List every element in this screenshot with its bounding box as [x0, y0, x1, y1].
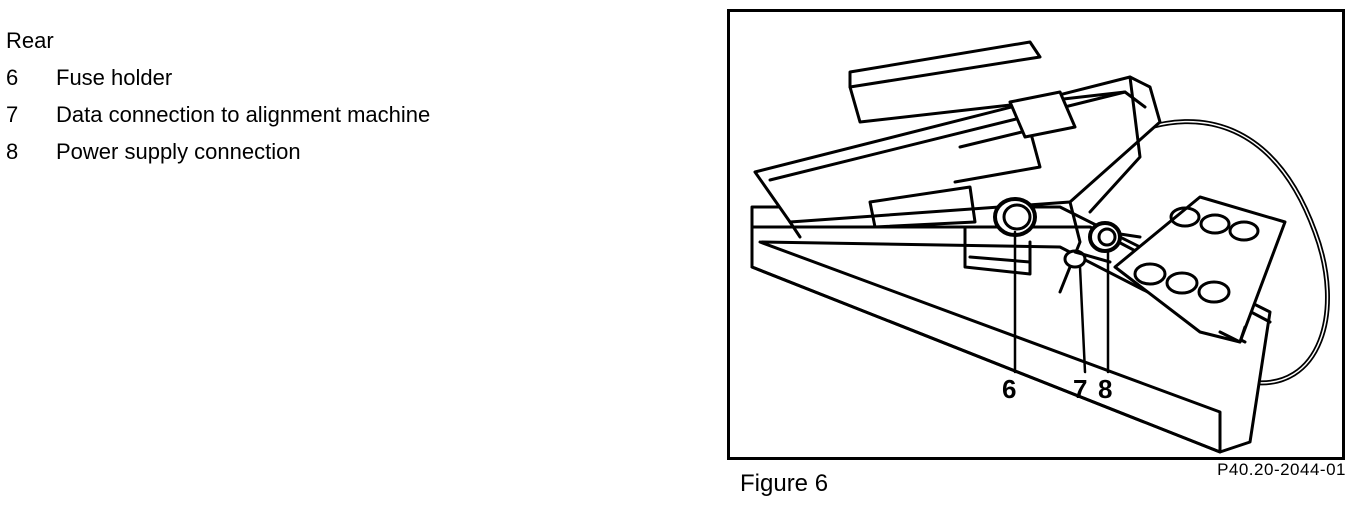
device-illustration: [750, 40, 1330, 454]
legend-item-number: 7: [6, 102, 19, 127]
legend-item-8: 8 Power supply connection: [6, 133, 430, 170]
legend-item-label: Fuse holder: [56, 65, 173, 90]
legend-heading: Rear: [6, 28, 54, 53]
legend-item-6: 6 Fuse holder: [6, 59, 430, 96]
figure-frame: 6 7 8: [727, 9, 1345, 460]
legend-item-label: Data connection to alignment machine: [56, 102, 431, 127]
legend-item-number: 6: [6, 65, 19, 90]
legend-list: Rear 6 Fuse holder 7 Data connection to …: [6, 22, 430, 170]
callout-8: 8: [1098, 374, 1113, 404]
figure-reference-number: P40.20-2044-01: [1217, 460, 1346, 479]
callout-6: 6: [1002, 374, 1017, 404]
legend-item-number: 8: [6, 139, 19, 164]
legend-item-7: 7 Data connection to alignment machine: [6, 96, 430, 133]
legend-item-label: Power supply connection: [56, 139, 301, 164]
callout-7: 7: [1073, 374, 1088, 404]
figure-caption: Figure 6: [740, 470, 829, 497]
